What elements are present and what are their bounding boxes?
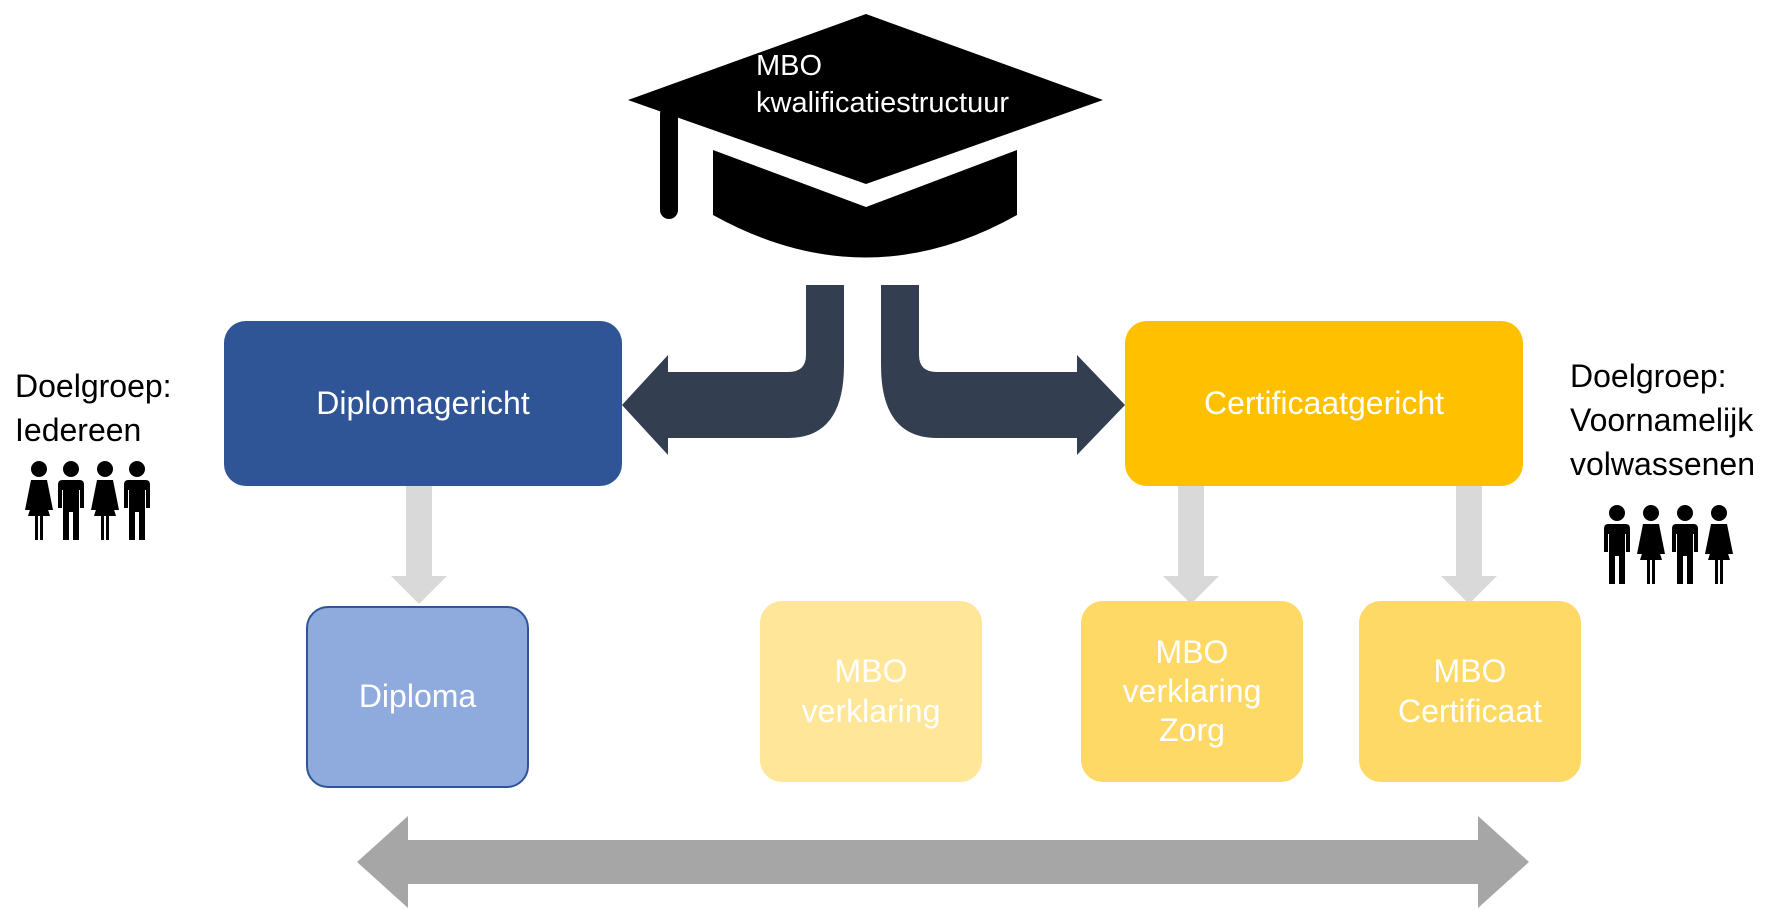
doelgroep-left-line-2: Iedereen <box>15 412 142 449</box>
mbo-verklaring-box: MBO verklaring <box>760 601 982 782</box>
doelgroep-right-line-2: Voornamelijk <box>1570 402 1754 439</box>
diploma-label: Diploma <box>358 678 477 715</box>
mbo-verklaring-zorg-line-1: MBO <box>1155 633 1229 670</box>
group-of-people-icon <box>25 461 150 540</box>
diplomagericht-label: Diplomagericht <box>316 384 530 421</box>
down-arrow-diploma <box>391 486 447 604</box>
cap-title-line-2: kwalificatiestructuur <box>756 87 1010 120</box>
cap-base <box>713 150 1017 258</box>
connector-arrows <box>622 285 1125 455</box>
certificaatgericht-box: Certificaatgericht <box>1125 321 1523 486</box>
cap-title-line-1: MBO <box>756 50 823 82</box>
mbo-certificaat-line-1: MBO <box>1433 653 1507 690</box>
down-arrows <box>391 486 1497 604</box>
cap-title: MBO kwalificatiestructuur <box>756 48 1009 122</box>
diploma-box: Diploma <box>306 606 529 788</box>
doelgroep-left-line-1: Doelgroep: <box>15 368 172 404</box>
mbo-verklaring-line-2: verklaring <box>801 692 941 729</box>
mbo-verklaring-zorg-line-2: verklaring <box>1122 672 1262 709</box>
diplomagericht-box: Diplomagericht <box>224 321 622 486</box>
down-arrow-certificaat <box>1441 486 1497 604</box>
mbo-verklaring-zorg-line-3: Zorg <box>1159 712 1225 749</box>
doelgroep-right-line-1: Doelgroep: <box>1570 358 1727 394</box>
down-arrow-verklaring-zorg <box>1163 486 1219 604</box>
mbo-certificaat-box: MBO Certificaat <box>1359 601 1581 782</box>
group-of-people-icon <box>1604 505 1733 584</box>
doelgroep-right: Doelgroep: Voornamelijk volwassenen <box>1570 354 1755 486</box>
mbo-certificaat-line-2: Certificaat <box>1397 692 1543 729</box>
connector-arrow-left-shape <box>622 285 844 455</box>
doelgroep-right-line-3: volwassenen <box>1570 446 1755 483</box>
certificaatgericht-label: Certificaatgericht <box>1203 384 1445 421</box>
doelgroep-left: Doelgroep: Iedereen <box>15 364 172 452</box>
mbo-verklaring-line-1: MBO <box>834 653 908 690</box>
bottom-double-arrow <box>357 816 1529 908</box>
connector-arrow-right-shape <box>881 285 1125 455</box>
graduation-cap-icon <box>628 14 1103 258</box>
cap-board <box>628 14 1103 184</box>
mbo-verklaring-zorg-box: MBO verklaring Zorg <box>1081 601 1303 782</box>
